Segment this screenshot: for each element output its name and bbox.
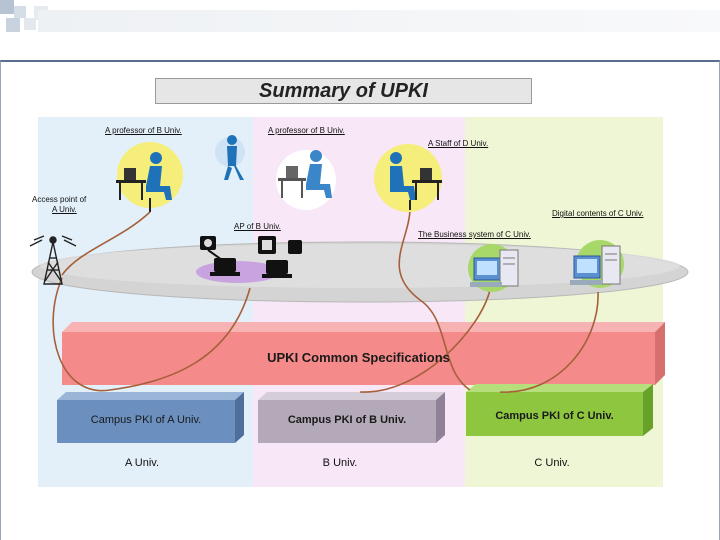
label-business-system-c: The Business system of C Univ. [418, 230, 531, 239]
access-point-tower-icon [29, 235, 77, 285]
walking-person-icon [215, 135, 245, 180]
ap-device-icon [200, 236, 240, 276]
professor-at-desk-icon [116, 142, 183, 212]
server-icon-digital-contents [570, 240, 624, 288]
campus-pki-b: Campus PKI of B Univ. [287, 414, 407, 426]
label-professor-b-2: A professor of B Univ. [268, 126, 345, 135]
label-ap-b: AP of B Univ. [234, 222, 281, 231]
label-access-point-line1: Access point of [32, 195, 87, 204]
univ-label-a: A Univ. [124, 457, 160, 469]
campus-pki-a: Campus PKI of A Univ. [90, 414, 202, 426]
label-access-point-line2: A Univ. [52, 205, 77, 214]
page-title: Summary of UPKI [155, 78, 532, 104]
label-staff-d: A Staff of D Univ. [428, 139, 489, 148]
univ-label-b: B Univ. [322, 457, 358, 469]
professor-at-desk-icon [276, 150, 336, 210]
label-professor-b-1: A professor of B Univ. [105, 126, 182, 135]
campus-pki-c: Campus PKI of C Univ. [495, 410, 614, 422]
ap-device-icon [258, 236, 302, 278]
upki-common-specifications: UPKI Common Specifications [267, 350, 450, 365]
corner-decoration [0, 0, 720, 40]
univ-label-c: C Univ. [534, 457, 570, 469]
server-icon-business [468, 244, 519, 292]
staff-at-desk-icon [374, 144, 442, 212]
label-digital-contents-c: Digital contents of C Univ. [552, 209, 644, 218]
